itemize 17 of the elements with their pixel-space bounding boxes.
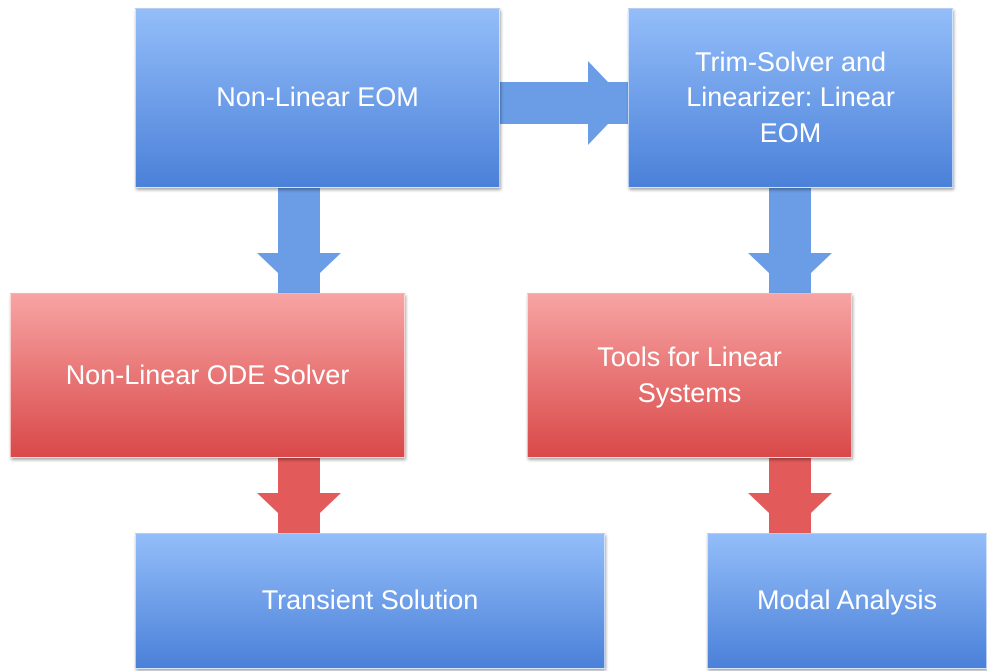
block-arrow: [500, 61, 628, 145]
solver-box: [527, 293, 852, 458]
box-label: Tools for Linear Systems: [596, 341, 783, 410]
process-box: [707, 533, 987, 669]
solver-box: [10, 293, 405, 458]
process-box: [135, 533, 605, 669]
box-label: Modal Analysis: [756, 584, 938, 618]
box-label: Non-Linear ODE Solver: [64, 358, 350, 392]
process-box: [135, 8, 500, 188]
block-arrow: [257, 458, 341, 533]
block-arrow: [257, 188, 341, 293]
block-arrow: [748, 458, 832, 533]
box-label: Trim-Solver and Linearizer: Linear EOM: [685, 46, 896, 150]
process-box: [628, 8, 953, 188]
box-label: Transient Solution: [260, 584, 480, 618]
block-arrow: [748, 188, 832, 293]
box-label: Non-Linear EOM: [215, 81, 420, 114]
